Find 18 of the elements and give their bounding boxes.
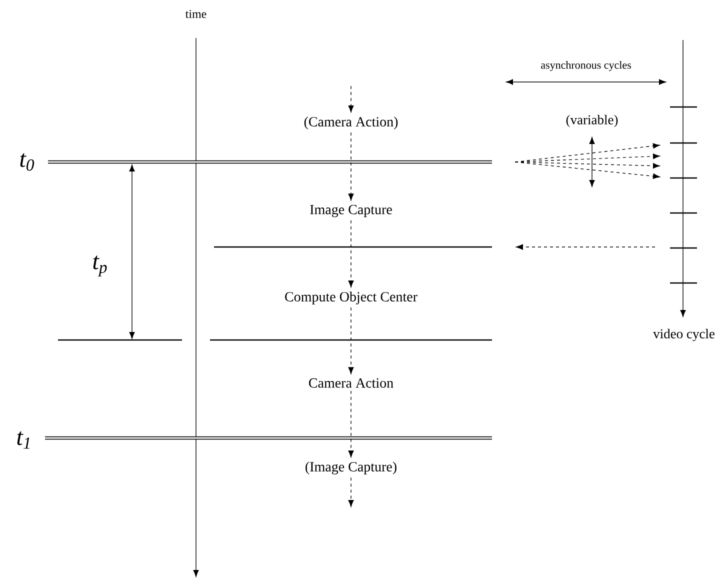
stage-label: (Image Capture): [306, 462, 396, 474]
stage-label: Camera Action: [309, 378, 394, 388]
label: (variable): [566, 114, 618, 128]
stage-label: (Camera Action): [304, 116, 398, 130]
arrow: [348, 220, 354, 288]
label: t$_{p}$: [93, 256, 107, 276]
stage-label: Image Capture: [310, 204, 392, 218]
stage-label: Compute Object Center: [285, 292, 418, 304]
label: video cycle: [653, 328, 714, 342]
label: t$_{0}$: [20, 153, 34, 171]
arrow: [348, 86, 354, 112]
label: time: [185, 10, 206, 18]
label: t$_{1}$: [17, 431, 30, 449]
arrow: [348, 132, 354, 201]
arrow: [348, 390, 354, 458]
arrow: [348, 477, 354, 507]
label: asynchronous cycles: [541, 61, 631, 71]
arrow: [348, 307, 354, 374]
